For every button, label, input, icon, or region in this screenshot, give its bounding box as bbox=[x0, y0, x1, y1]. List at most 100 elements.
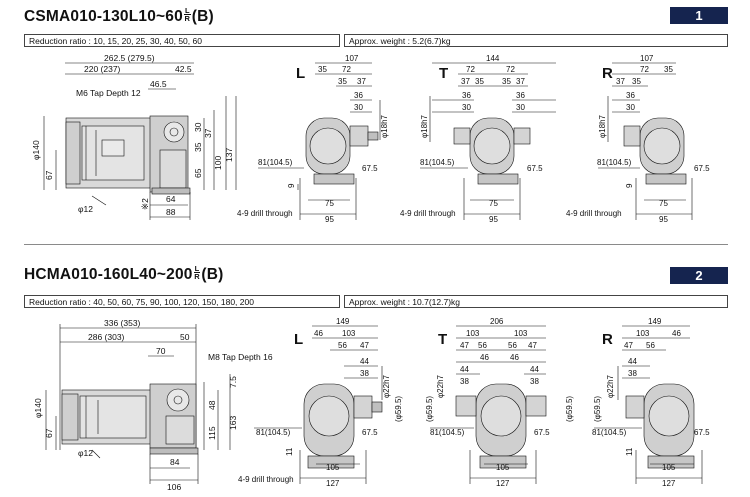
side-view bbox=[43, 62, 237, 220]
dim-label: 46 bbox=[672, 329, 681, 338]
dim-label: 37 bbox=[616, 77, 625, 86]
figure-number-badge: 1 bbox=[670, 7, 728, 24]
dim-label: 107 bbox=[640, 54, 654, 63]
view-letter-l: L bbox=[296, 65, 305, 82]
dim-label: 206 bbox=[490, 317, 504, 326]
dim-label: 67.5 bbox=[534, 428, 550, 437]
tap-note: M6 Tap Depth 12 bbox=[76, 88, 141, 98]
dim-label: 81(104.5) bbox=[597, 158, 632, 167]
dim-label: 127 bbox=[662, 479, 676, 488]
dim-label: 127 bbox=[496, 479, 510, 488]
dim-label: 35 bbox=[475, 77, 484, 86]
dim-label: 9 bbox=[287, 183, 296, 188]
front-view-r: R 107 72 35 37 35 36 30 φ18h7 81(104.5) … bbox=[566, 54, 710, 224]
dim-label: 67.5 bbox=[694, 428, 710, 437]
dim-163: 163 bbox=[228, 416, 238, 430]
dim-label: 95 bbox=[659, 215, 668, 224]
side-view-labels: 262.5 (279.5) 220 (237) 42.5 46.5 M6 Tap… bbox=[31, 53, 234, 217]
dim-label: 44 bbox=[460, 365, 469, 374]
figure-number-badge: 2 bbox=[670, 267, 728, 284]
dim-label: (φ59.5) bbox=[565, 396, 574, 422]
dim-label: 30 bbox=[462, 103, 471, 112]
note-2: ※2 bbox=[140, 198, 150, 210]
dim-label: 67.5 bbox=[694, 164, 710, 173]
dim-overall: 336 (353) bbox=[104, 318, 141, 328]
dim-label: 44 bbox=[628, 357, 637, 366]
dim-label: 75 bbox=[489, 199, 498, 208]
dim-label: 11 bbox=[625, 447, 634, 456]
dim-label: 35 bbox=[502, 77, 511, 86]
dim-label: 72 bbox=[506, 65, 515, 74]
dim-label: 127 bbox=[326, 479, 340, 488]
dim-overall: 262.5 (279.5) bbox=[104, 53, 155, 63]
dim-label: 67.5 bbox=[362, 164, 378, 173]
dim-right-end: 42.5 bbox=[175, 64, 192, 74]
reduction-ratio: Reduction ratio : 40, 50, 60, 75, 90, 10… bbox=[24, 295, 340, 308]
dim-label: 81(104.5) bbox=[592, 428, 627, 437]
side-view bbox=[45, 324, 231, 484]
dim-label: 35 bbox=[664, 65, 673, 74]
dim-label: (φ59.5) bbox=[425, 396, 434, 422]
dim-label: 35 bbox=[338, 77, 347, 86]
dim-label: 95 bbox=[325, 215, 334, 224]
approx-weight: Approx. weight : 10.7(12.7)kg bbox=[344, 295, 728, 308]
dim-label: 81(104.5) bbox=[256, 428, 291, 437]
dim-35: 35 bbox=[193, 142, 203, 152]
dim-label: 38 bbox=[628, 369, 637, 378]
dim-label: 36 bbox=[516, 91, 525, 100]
dim-label: 149 bbox=[648, 317, 662, 326]
front-view-l: L 149 46 103 56 47 44 38 φ22h7 (φ59.5) 8… bbox=[238, 317, 403, 488]
dim-label: 105 bbox=[496, 463, 510, 472]
dim-label: 47 bbox=[528, 341, 537, 350]
dim-label: 37 bbox=[357, 77, 366, 86]
dim-label: 46 bbox=[480, 353, 489, 362]
dim-label: φ22h7 bbox=[382, 374, 391, 398]
dim-30: 30 bbox=[193, 122, 203, 132]
dim-label: φ22h7 bbox=[436, 374, 445, 398]
dim-65: 65 bbox=[193, 168, 203, 178]
front-view-r: R 149 103 46 47 56 44 38 φ22h7 (φ59.5) 8… bbox=[592, 317, 710, 488]
dim-label: 72 bbox=[342, 65, 351, 74]
front-view-t: T 144 72 72 37 35 35 37 φ18h7 36 30 36 3… bbox=[400, 54, 556, 224]
drawing-section-2: 336 (353) 286 (303) 50 70 M8 Tap Depth 1… bbox=[33, 317, 710, 492]
dim-label: (φ59.5) bbox=[593, 396, 602, 422]
dim-label: 105 bbox=[662, 463, 676, 472]
dim-label: 75 bbox=[659, 199, 668, 208]
dim-137: 137 bbox=[224, 148, 234, 162]
dim-label: 9 bbox=[625, 183, 634, 188]
dim-label: 56 bbox=[338, 341, 347, 350]
view-letter-t: T bbox=[439, 65, 448, 82]
dim-label: 38 bbox=[530, 377, 539, 386]
dim-67: 67 bbox=[44, 170, 54, 180]
dim-label: 37 bbox=[516, 77, 525, 86]
dim-label: 38 bbox=[460, 377, 469, 386]
dim-phi140: φ140 bbox=[33, 398, 43, 418]
dim-label: 103 bbox=[342, 329, 356, 338]
dim-label: 11 bbox=[285, 447, 294, 456]
dim-label: 46 bbox=[314, 329, 323, 338]
dim-label: 44 bbox=[530, 365, 539, 374]
tap-note: M8 Tap Depth 16 bbox=[208, 352, 273, 362]
dim-label: 56 bbox=[646, 341, 655, 350]
dim-label: 35 bbox=[632, 77, 641, 86]
dim-shaft-offset: 46.5 bbox=[150, 79, 167, 89]
dim-label: 46 bbox=[510, 353, 519, 362]
dim-label: 67.5 bbox=[362, 428, 378, 437]
dim-phi140: φ140 bbox=[31, 140, 41, 160]
dim-label: 47 bbox=[460, 341, 469, 350]
dim-body: 220 (237) bbox=[84, 64, 121, 74]
reduction-ratio: Reduction ratio : 10, 15, 20, 25, 30, 40… bbox=[24, 34, 340, 47]
drill-note: 4-9 drill through bbox=[566, 209, 622, 218]
dim-label: 38 bbox=[360, 369, 369, 378]
dim-body: 286 (303) bbox=[88, 332, 125, 342]
dim-115: 115 bbox=[207, 426, 217, 440]
dim-84: 84 bbox=[170, 457, 180, 467]
dim-phi12: φ12 bbox=[78, 204, 93, 214]
dim-label: 35 bbox=[318, 65, 327, 74]
approx-weight: Approx. weight : 5.2(6.7)kg bbox=[344, 34, 728, 47]
front-view-l: L 107 35 72 35 37 36 30 φ18h7 81(104.5) … bbox=[237, 54, 389, 224]
dim-label: (φ59.5) bbox=[394, 396, 403, 422]
dim-label: 37 bbox=[461, 77, 470, 86]
